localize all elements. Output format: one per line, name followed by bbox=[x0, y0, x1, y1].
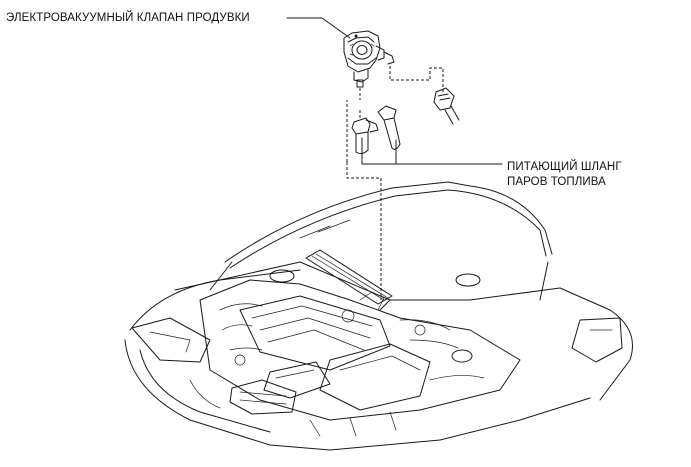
fuel-vapor-hose-label-line1: ПИТАЮЩИЙ ШЛАНГ bbox=[507, 161, 622, 173]
purge-valve bbox=[343, 30, 395, 88]
fuel-vapor-hose-b bbox=[377, 105, 401, 150]
engine-bay bbox=[199, 269, 521, 421]
fuel-vapor-hose-a bbox=[351, 117, 379, 155]
explode-lines bbox=[346, 66, 444, 300]
vehicle-front bbox=[124, 181, 633, 451]
fuel-vapor-hose-label: ПИТАЮЩИЙ ШЛАНГ ПАРОВ ТОПЛИВА bbox=[507, 160, 622, 190]
valve-connector bbox=[433, 87, 460, 125]
fuel-vapor-hose-label-line2: ПАРОВ ТОПЛИВА bbox=[507, 176, 606, 188]
left-headlight bbox=[131, 317, 211, 363]
cowl-grille bbox=[305, 249, 393, 305]
right-headlight bbox=[571, 317, 623, 363]
hose-leader-line bbox=[361, 137, 503, 165]
valve-leader-line bbox=[286, 17, 351, 39]
purge-valve-label: ЭЛЕКТРОВАКУУМНЫЙ КЛАПАН ПРОДУВКИ bbox=[6, 12, 250, 24]
